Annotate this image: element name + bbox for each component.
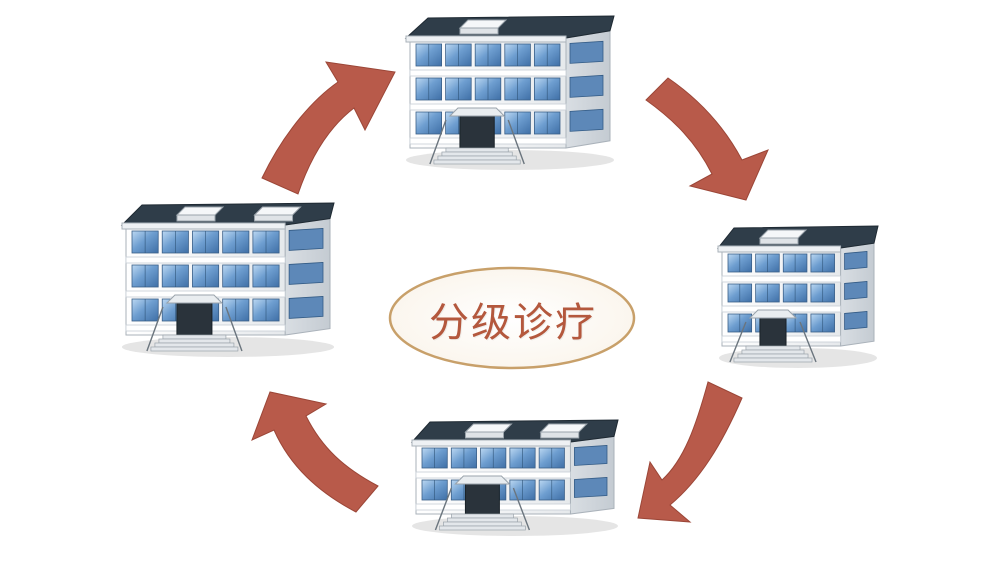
arrow-top-to-right: [645, 77, 769, 201]
arrow-left-to-top: [261, 61, 396, 195]
large-hospital-building-icon: [404, 15, 615, 170]
regional-hospital-building-icon: [120, 202, 335, 357]
arrow-right-to-bottom: [637, 381, 743, 523]
medium-hospital-building-icon: [716, 225, 879, 368]
community-clinic-building-icon: [410, 419, 619, 536]
arrow-bottom-to-left: [251, 391, 379, 513]
buildings-layer: [120, 15, 879, 536]
center-label: 分级诊疗: [429, 300, 597, 346]
center-ellipse: [388, 266, 636, 370]
cycle-arrows: [251, 61, 769, 523]
